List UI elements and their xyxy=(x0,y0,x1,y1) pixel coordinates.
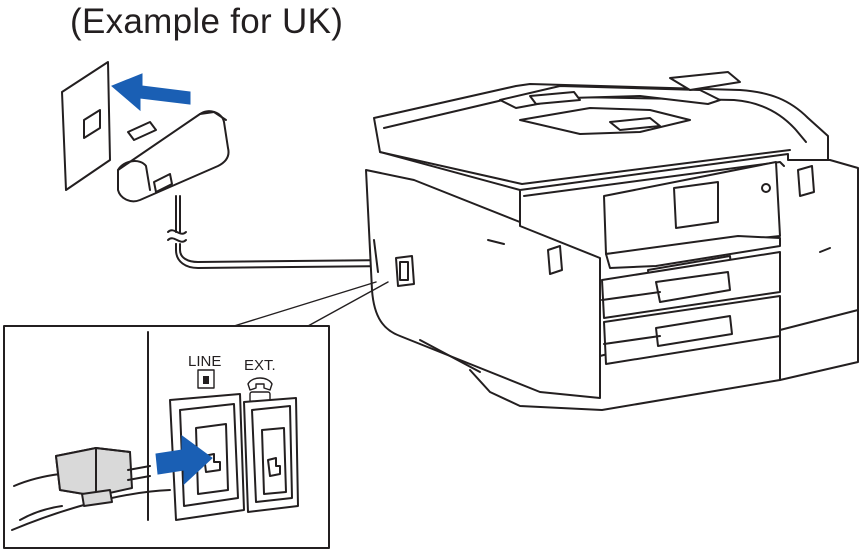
caption-title: (Example for UK) xyxy=(70,2,344,41)
callout-lines xyxy=(233,281,389,327)
line-port-icon xyxy=(197,369,215,389)
uk-adapter-plug xyxy=(117,110,230,203)
inset-insert-arrow-icon xyxy=(155,435,213,486)
ext-port-label: EXT. xyxy=(244,357,276,374)
inset-zoom: LINE EXT. xyxy=(3,325,330,549)
rj11-plug xyxy=(13,447,151,521)
phone-cable xyxy=(167,195,393,269)
ext-socket xyxy=(243,397,299,513)
line-port-label: LINE xyxy=(188,353,221,370)
wall-socket xyxy=(61,61,111,191)
wall-insert-arrow-icon xyxy=(111,73,191,112)
printer xyxy=(365,71,859,411)
